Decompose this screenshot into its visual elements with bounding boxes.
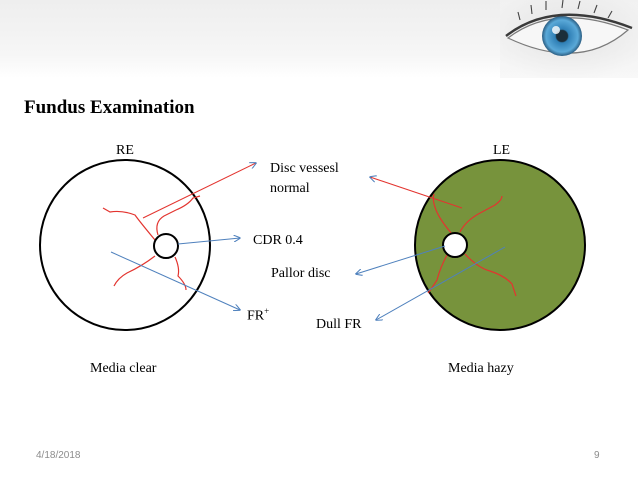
eye-icon	[500, 0, 638, 78]
right-eye-vessels	[102, 195, 201, 291]
finding-dull-fr: Dull FR	[316, 317, 362, 332]
arrow-pallor-disc	[356, 245, 446, 274]
finding-fr: FR+	[247, 306, 270, 324]
finding-pallor-disc: Pallor disc	[271, 266, 331, 281]
left-eye-media: Media hazy	[448, 361, 514, 376]
left-eye-label: LE	[493, 143, 511, 158]
slide-page-number: 9	[594, 450, 600, 461]
right-eye-fundus	[39, 159, 211, 331]
right-eye-arrows	[110, 163, 256, 310]
left-eye-arrows	[356, 177, 506, 320]
arrow-cdr	[177, 238, 240, 245]
left-eye-fundus	[414, 159, 586, 331]
slide-date: 4/18/2018	[36, 450, 81, 461]
arrow-disc-vessels	[142, 163, 256, 219]
finding-cdr: CDR 0.4	[253, 233, 303, 248]
arrow-left-disc-vessels	[370, 177, 463, 209]
arrow-dull-fr	[376, 246, 506, 320]
slide-title: Fundus Examination	[24, 97, 195, 118]
right-eye-label: RE	[116, 143, 134, 158]
right-eye-media: Media clear	[90, 361, 157, 376]
right-eye-optic-disc	[153, 233, 179, 259]
left-eye-optic-disc	[442, 232, 468, 258]
arrow-fr	[110, 251, 240, 310]
finding-disc-vessels: Disc vessesl normal	[270, 161, 339, 196]
